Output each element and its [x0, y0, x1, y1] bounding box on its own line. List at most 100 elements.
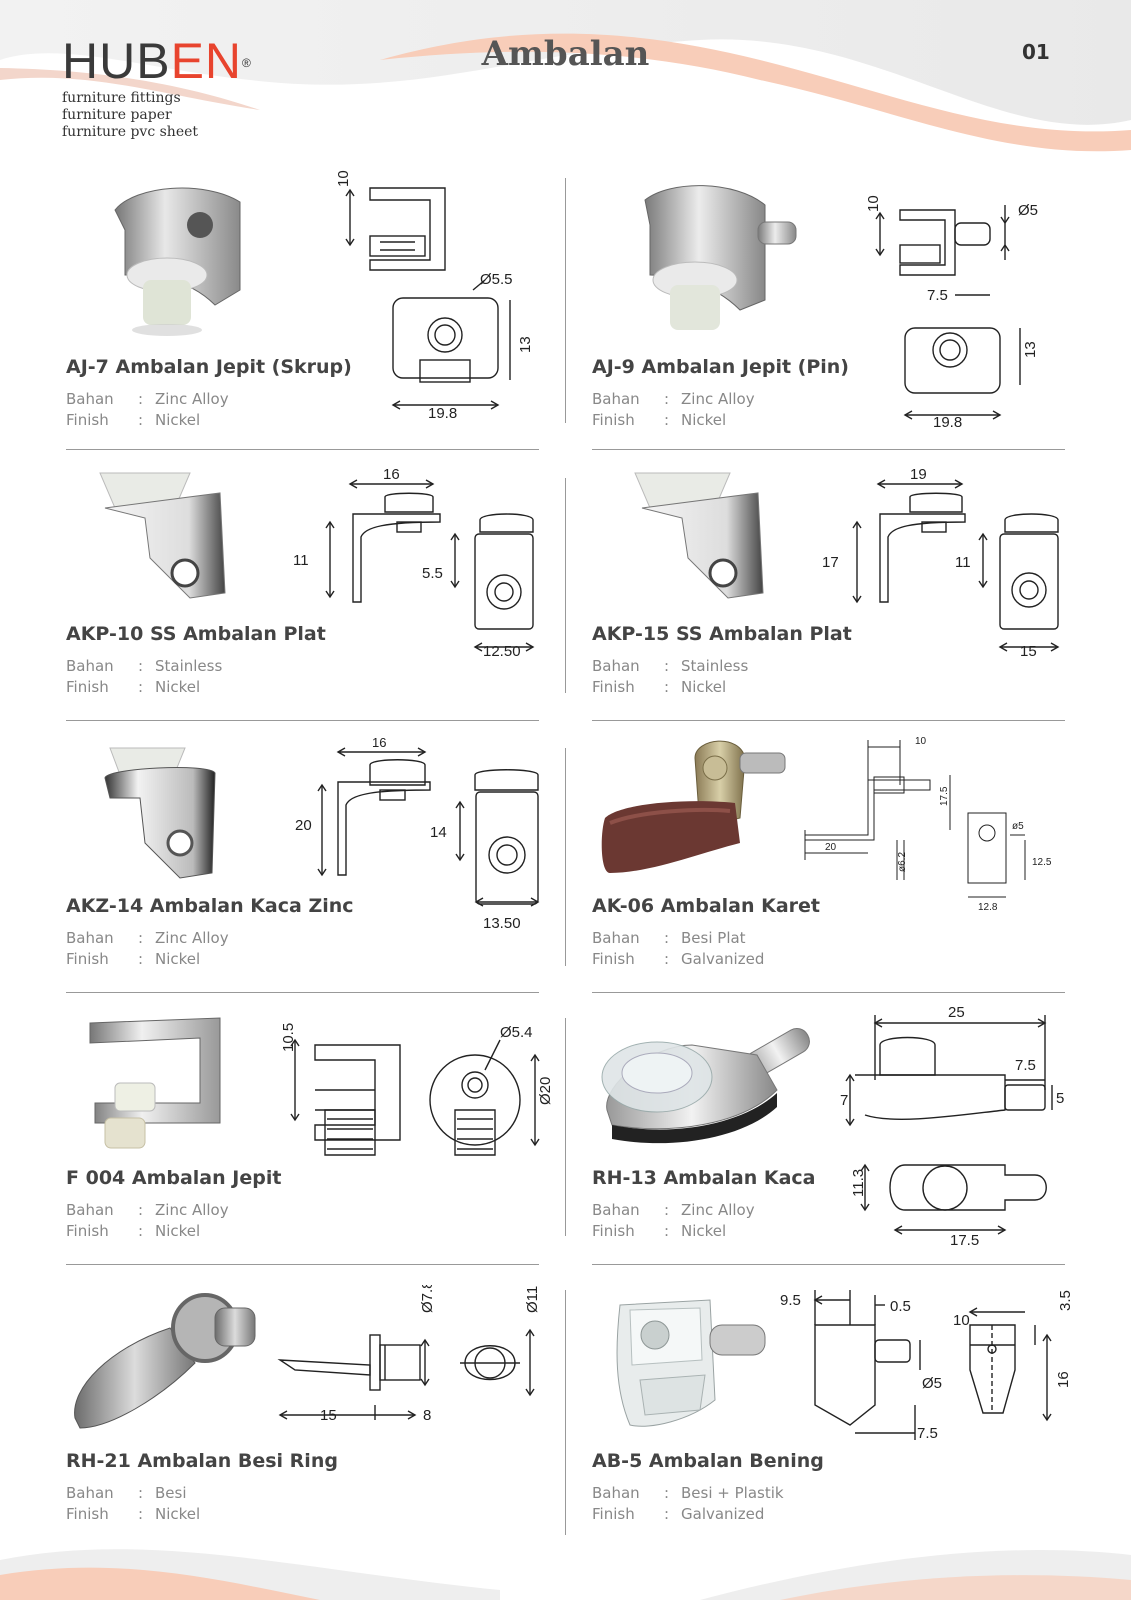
dim-label: 10 [865, 195, 882, 212]
tagline-fittings: furniture fittings [62, 90, 181, 106]
drawing-ab5: 9.5 0.5 Ø5 7.5 10 3.5 16 [780, 1290, 1074, 1442]
product-material: Bahan:Zinc Alloy [66, 1201, 229, 1219]
drawing-akp10: 16 11 5.5 12.50 [293, 466, 535, 660]
dim-label: 19 [910, 466, 927, 483]
product-photo-f004 [89, 1017, 221, 1149]
dim-label: 10 [915, 736, 927, 747]
column-divider [565, 1290, 566, 1535]
dim-label: 12.8 [978, 902, 998, 913]
product-finish: Finish:Galvanized [592, 950, 765, 968]
dim-label: 17 [822, 554, 839, 571]
product-title: F 004 Ambalan Jepit [66, 1167, 282, 1189]
dim-label: 15 [320, 1407, 337, 1424]
product-photo-rh13 [601, 1027, 810, 1144]
row-divider [66, 1264, 539, 1265]
drawing-akp15: 19 17 11 15 [822, 466, 1060, 660]
dim-label: ø6.2 [897, 852, 908, 872]
product-photo-aj9 [644, 185, 797, 330]
row-divider [66, 449, 539, 450]
product-photo-ab5 [616, 1299, 766, 1427]
row-divider [592, 449, 1065, 450]
dim-label: Ø5.4 [500, 1024, 533, 1041]
dim-label: Ø5.5 [480, 271, 513, 288]
drawing-rh13: 25 7.5 7 5 11.3 17.5 [840, 1005, 1064, 1249]
product-material: Bahan:Stainless [66, 657, 223, 675]
drawing-aj7: 10 Ø5.5 13 19.8 [335, 170, 534, 422]
drawing-aj9: 10 Ø5 7.5 13 19.8 [865, 195, 1039, 430]
page-title: Ambalan [481, 34, 650, 74]
product-material: Bahan:Zinc Alloy [66, 929, 229, 947]
column-divider [565, 1018, 566, 1236]
product-photo-rh21 [74, 1293, 256, 1429]
dim-label: 17.5 [939, 786, 950, 806]
product-material: Bahan:Besi + Plastik [592, 1484, 784, 1502]
dim-label: Ø7.8 [419, 1285, 436, 1313]
dim-label: 7.5 [917, 1425, 938, 1442]
product-title: RH-21 Ambalan Besi Ring [66, 1450, 338, 1472]
dim-label: 19.8 [428, 405, 457, 422]
product-photo-ak06 [601, 740, 786, 873]
dim-label: 13 [1022, 341, 1039, 358]
product-finish: Finish:Nickel [66, 678, 201, 696]
product-title: AJ-9 Ambalan Jepit (Pin) [592, 356, 849, 378]
column-divider [565, 748, 566, 966]
row-divider [66, 992, 539, 993]
dim-label: 20 [295, 817, 312, 834]
row-divider [66, 720, 539, 721]
drawing-akz14: 16 20 14 13.50 [295, 735, 540, 932]
dim-label: 9.5 [780, 1292, 801, 1309]
product-title: RH-13 Ambalan Kaca [592, 1167, 816, 1189]
dim-label: 10 [335, 170, 352, 187]
dim-label: Ø5 [1018, 202, 1038, 219]
dim-label: 16 [383, 466, 400, 483]
product-photo-akp10 [99, 472, 226, 599]
dim-label: 7.5 [927, 287, 948, 304]
dim-label: 11 [293, 552, 309, 569]
dim-label: Ø5 [922, 1375, 942, 1392]
product-finish: Finish:Nickel [592, 1222, 727, 1240]
dim-label: 7.5 [1015, 1057, 1036, 1074]
product-finish: Finish:Nickel [66, 1505, 201, 1523]
product-photo-akp15 [634, 472, 764, 599]
product-material: Bahan:Zinc Alloy [592, 1201, 755, 1219]
product-photo-akz14 [104, 747, 216, 879]
product-title: AKP-15 SS Ambalan Plat [592, 623, 852, 645]
product-material: Bahan:Stainless [592, 657, 749, 675]
dim-label: 13.50 [483, 915, 521, 932]
product-material: Bahan:Zinc Alloy [66, 390, 229, 408]
dim-label: 11 [955, 554, 971, 571]
dim-label: 12.5 [1032, 857, 1052, 868]
product-finish: Finish:Nickel [592, 678, 727, 696]
tagline-paper: furniture paper [62, 107, 172, 123]
dim-label: 12.50 [483, 643, 521, 660]
dim-label: 13 [517, 336, 534, 353]
dim-label: Ø20 [537, 1077, 554, 1105]
product-title: AKZ-14 Ambalan Kaca Zinc [66, 895, 354, 917]
dim-label: 10 [953, 1312, 970, 1329]
dim-label: 14 [430, 824, 447, 841]
dim-label: 16 [1055, 1371, 1072, 1388]
dim-label: 5.5 [422, 565, 443, 582]
dim-label: 15 [1020, 643, 1037, 660]
dim-label: 16 [372, 735, 386, 750]
product-material: Bahan:Besi [66, 1484, 187, 1502]
product-title: AKP-10 SS Ambalan Plat [66, 623, 326, 645]
product-finish: Finish:Nickel [66, 1222, 201, 1240]
drawing-ak06: 10 17.5 20 ø6.2 ø5 12.5 12.8 [804, 736, 1052, 913]
dim-label: 8 [423, 1407, 431, 1424]
dim-label: 25 [948, 1005, 965, 1021]
product-photo-aj7 [114, 187, 241, 336]
dim-label: 5 [1056, 1090, 1064, 1107]
column-divider [565, 478, 566, 693]
dim-label: 20 [825, 842, 837, 853]
page-number: 01 [1022, 40, 1050, 64]
product-title: AK-06 Ambalan Karet [592, 895, 820, 917]
tagline-pvc: furniture pvc sheet [62, 124, 199, 140]
dim-label: ø5 [1012, 821, 1024, 832]
dim-label: 3.5 [1057, 1290, 1074, 1311]
dim-label: 19.8 [933, 414, 962, 430]
company-logo: HUBEN® furniture fittings furniture pape… [62, 36, 262, 141]
dim-label: 10.5 [280, 1023, 297, 1052]
row-divider [592, 992, 1065, 993]
